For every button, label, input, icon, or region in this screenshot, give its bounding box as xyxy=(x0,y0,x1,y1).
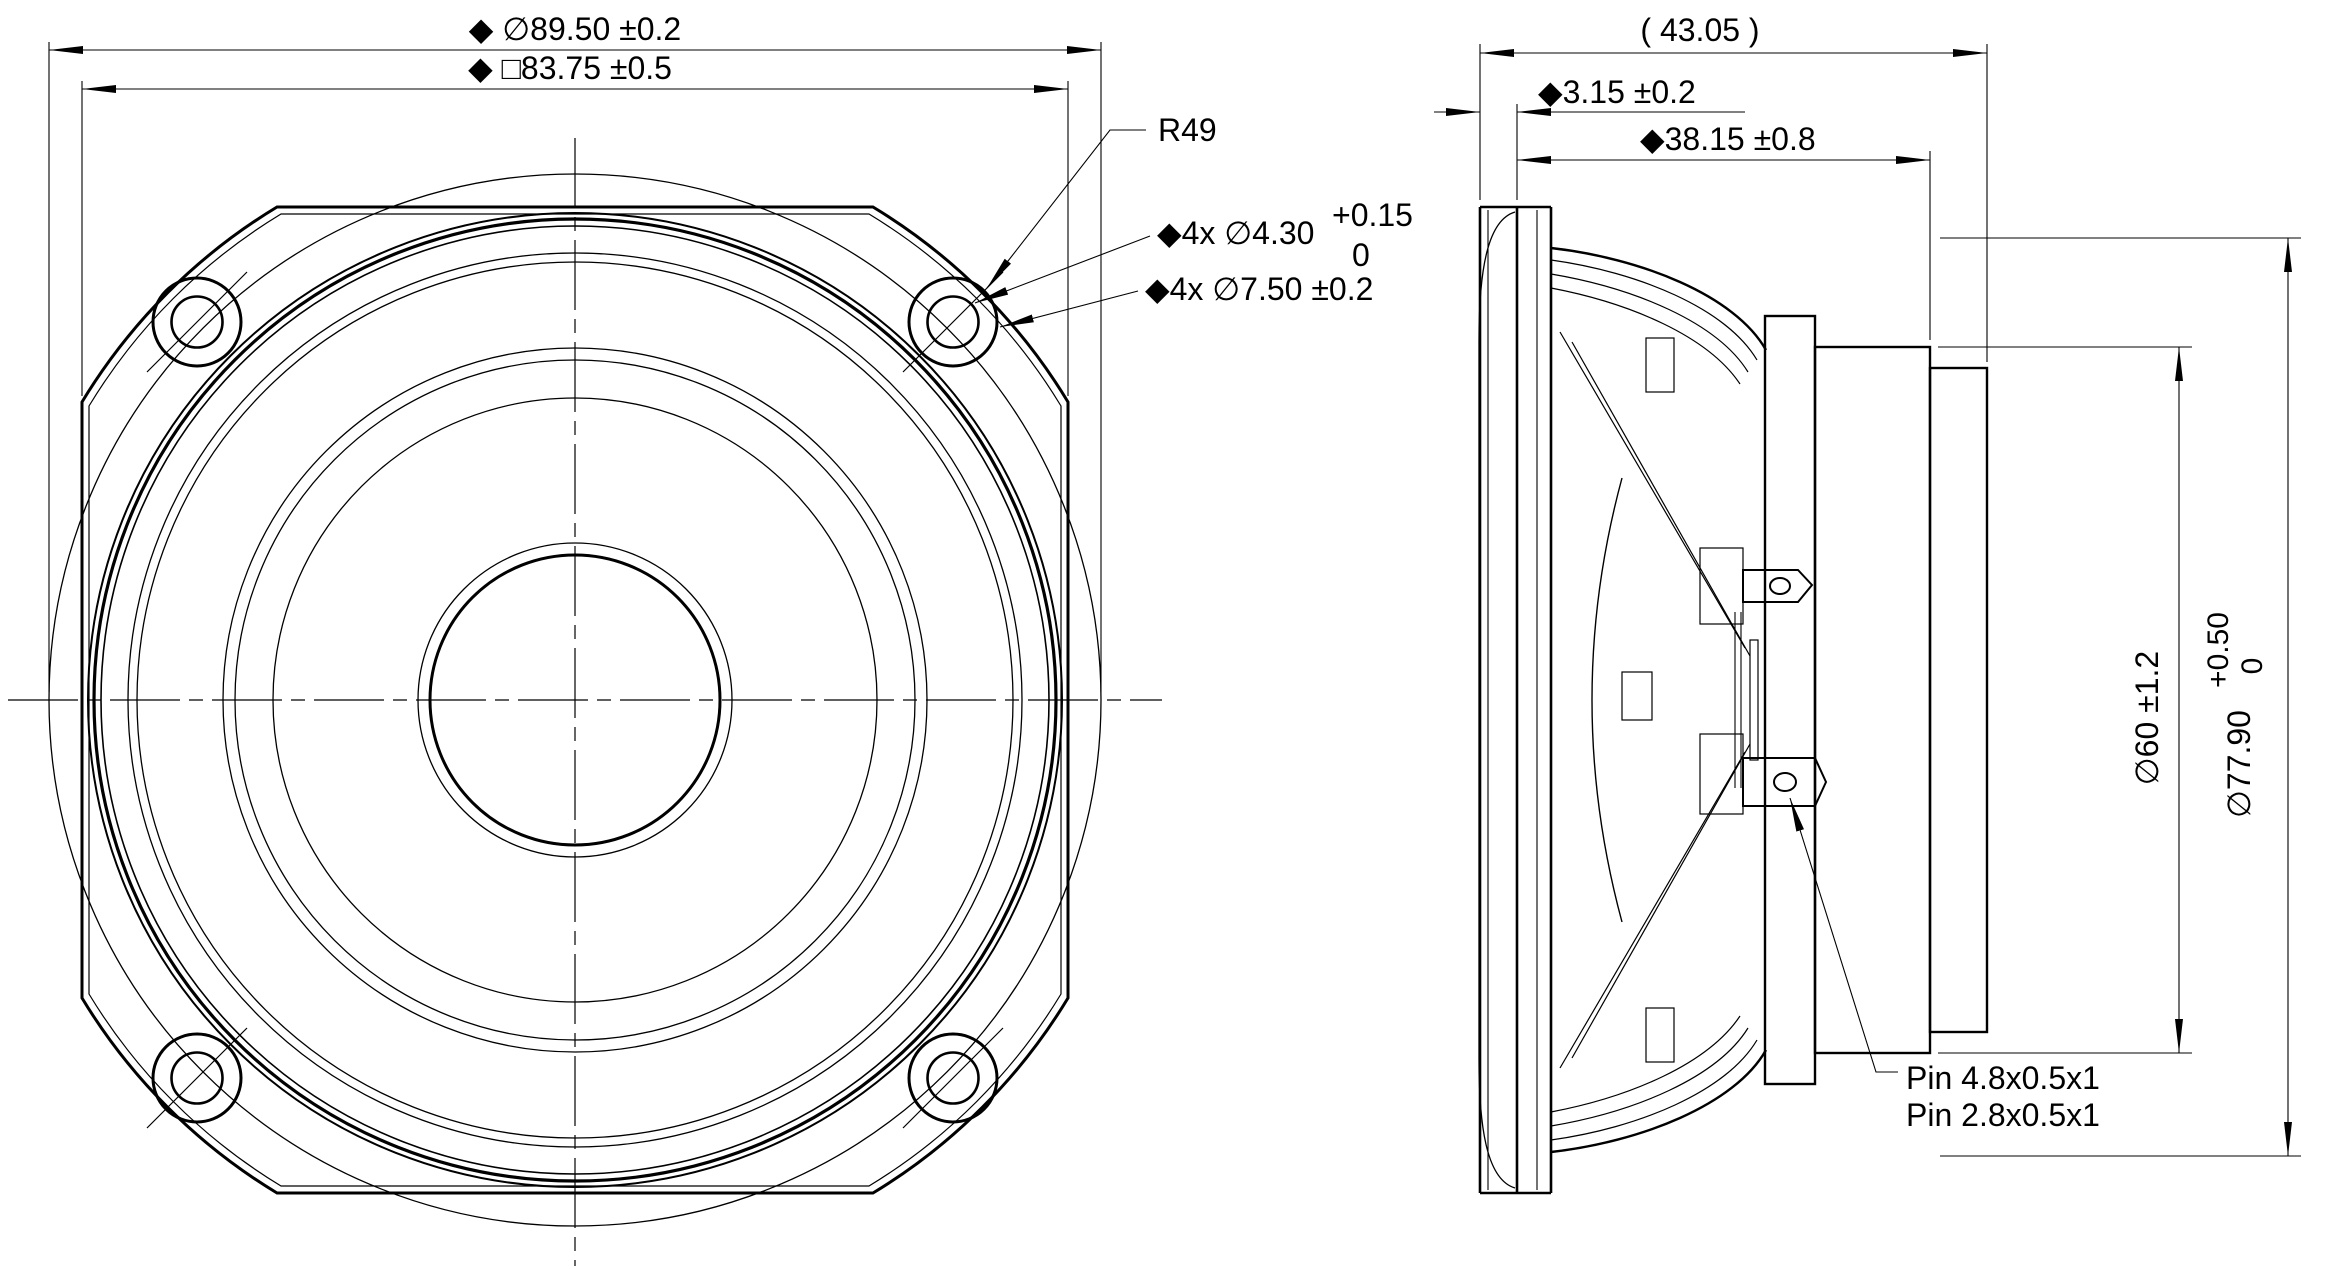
hole-bore xyxy=(170,1051,224,1105)
hole-bore xyxy=(170,295,224,349)
hole-chamfer-line xyxy=(146,271,248,373)
side-view: ( 43.05 ) ◆3.15 ±0.2 ◆38.15 ±0.8 ∅60 ±1.… xyxy=(1434,12,2301,1195)
terminal-assembly xyxy=(1699,547,1828,815)
basket-arm-bottom-line xyxy=(1550,1015,1741,1113)
leader-line xyxy=(974,235,1151,304)
small-hole-text: ◆4x ∅4.30 xyxy=(1157,215,1314,251)
frame-outline-inner xyxy=(88,213,1062,1187)
basket-boss-top xyxy=(1645,337,1675,393)
dustcap xyxy=(428,553,722,847)
lead-wire-clip xyxy=(1621,671,1653,721)
back-plate xyxy=(1928,366,1989,1034)
leader-line xyxy=(1789,797,1898,1073)
dim-text-mounting-depth: ◆38.15 ±0.8 xyxy=(1640,121,1816,157)
surround-roll-edge xyxy=(136,261,1014,1139)
magnet-assembly xyxy=(1763,314,1989,1086)
hole-counterbore xyxy=(151,1032,243,1124)
basket-arm-top-line xyxy=(1550,287,1741,385)
basket-diameter-tol-plus: +0.50 xyxy=(2202,612,2235,688)
hole-bore xyxy=(926,1051,980,1105)
dim-mounting-depth: ◆38.15 ±0.8 xyxy=(1517,121,1931,340)
hole-counterbore xyxy=(907,276,999,368)
dim-text-overall-depth: ( 43.05 ) xyxy=(1640,12,1759,48)
hole-chamfer-line xyxy=(902,1027,1004,1129)
basket xyxy=(1550,246,1768,1154)
hole-counterbore xyxy=(151,276,243,368)
pin-text-2: Pin 2.8x0.5x1 xyxy=(1906,1097,2100,1133)
cone-profile-bottom xyxy=(1571,743,1751,1059)
basket-arm-bottom-line xyxy=(1550,1039,1758,1141)
small-hole-tol-minus: 0 xyxy=(1352,237,1370,273)
terminal-pin-small-hole xyxy=(1769,577,1791,595)
terminal-pin-small xyxy=(1742,569,1814,603)
surround-clamp-inner xyxy=(100,225,1050,1175)
basket-arm-top-line xyxy=(1550,259,1758,361)
leader-line xyxy=(999,290,1139,328)
gasket-corner-silhouette xyxy=(1478,211,1516,1189)
callout-corner-radius: R49 xyxy=(986,112,1217,289)
gasket-circle xyxy=(48,173,1102,1227)
callout-small-holes: ◆4x ∅4.30 +0.15 0 xyxy=(974,197,1413,304)
front-view: ◆ ∅89.50 ±0.2 ◆ □83.75 ±0.5 R49 ◆4x ∅4.3… xyxy=(8,11,1413,1266)
dustcap-outer xyxy=(417,542,733,858)
terminal-pin-large xyxy=(1742,757,1828,807)
basket-arm-bottom-line xyxy=(1550,1027,1749,1127)
mounting-hole-bottom-left xyxy=(146,1027,248,1129)
mounting-hole-bottom-right xyxy=(902,1027,1004,1129)
mounting-hole-top-left xyxy=(146,271,248,373)
corner-radius-text: R49 xyxy=(1158,112,1217,148)
cone-assembly xyxy=(1559,331,1759,1069)
dim-gasket-thickness: ◆3.15 ±0.2 xyxy=(1434,74,1745,200)
callout-large-holes: ◆4x ∅7.50 ±0.2 xyxy=(999,271,1373,328)
terminal-block-lower xyxy=(1699,733,1744,815)
hole-chamfer-line xyxy=(146,1027,248,1129)
dim-overall-depth: ( 43.05 ) xyxy=(1479,12,1988,362)
dim-text-gasket: ◆3.15 ±0.2 xyxy=(1538,74,1696,110)
terminal-block-upper xyxy=(1699,547,1744,625)
surround-outer-edge xyxy=(127,252,1023,1148)
cone-profile-top xyxy=(1559,331,1746,649)
dim-text-outer-diameter: ◆ ∅89.50 ±0.2 xyxy=(469,11,681,47)
magnet xyxy=(1813,345,1932,1055)
basket-arm-bottom xyxy=(1550,1049,1768,1154)
dustcap-dome-side xyxy=(1591,477,1623,923)
hole-counterbore xyxy=(907,1032,999,1124)
dim-basket-diameter: ∅77.90 +0.50 0 xyxy=(1940,237,2301,1157)
large-hole-text: ◆4x ∅7.50 ±0.2 xyxy=(1145,271,1373,307)
basket-arm-top xyxy=(1550,246,1768,351)
cone-line xyxy=(272,397,878,1003)
frame-flange xyxy=(1536,207,1553,1193)
basket-diameter-tol-minus: 0 xyxy=(2236,658,2269,675)
cone-outer-edge xyxy=(234,359,916,1041)
dim-text-magnet-diameter: ∅60 ±1.2 xyxy=(2129,651,2165,785)
dim-square-frame: ◆ □83.75 ±0.5 xyxy=(81,50,1069,396)
pin-text-1: Pin 4.8x0.5x1 xyxy=(1906,1060,2100,1096)
leader-line xyxy=(986,129,1146,289)
dim-magnet-diameter: ∅60 ±1.2 xyxy=(1938,346,2192,1054)
front-gasket xyxy=(1478,205,1551,1195)
surround-inner-edge xyxy=(222,347,928,1053)
surround-clamp-outer xyxy=(87,212,1063,1188)
callout-pins: Pin 4.8x0.5x1 Pin 2.8x0.5x1 xyxy=(1789,797,2100,1133)
front-plate xyxy=(1763,314,1817,1086)
dim-text-basket-diameter: ∅77.90 xyxy=(2221,710,2257,818)
basket-boss-bottom xyxy=(1645,1007,1675,1063)
hole-bore xyxy=(926,295,980,349)
voice-coil-former xyxy=(1749,639,1759,761)
small-hole-tol-plus: +0.15 xyxy=(1332,197,1413,233)
dim-text-square: ◆ □83.75 ±0.5 xyxy=(468,50,672,86)
surround-clamp-band xyxy=(92,217,1058,1183)
basket-arm-top-line xyxy=(1550,273,1749,373)
cone-profile-top xyxy=(1571,341,1751,657)
dim-outer-diameter: ◆ ∅89.50 ±0.2 xyxy=(48,11,1102,692)
terminal-pin-large-hole xyxy=(1773,772,1797,792)
cone-profile-bottom xyxy=(1559,751,1746,1069)
